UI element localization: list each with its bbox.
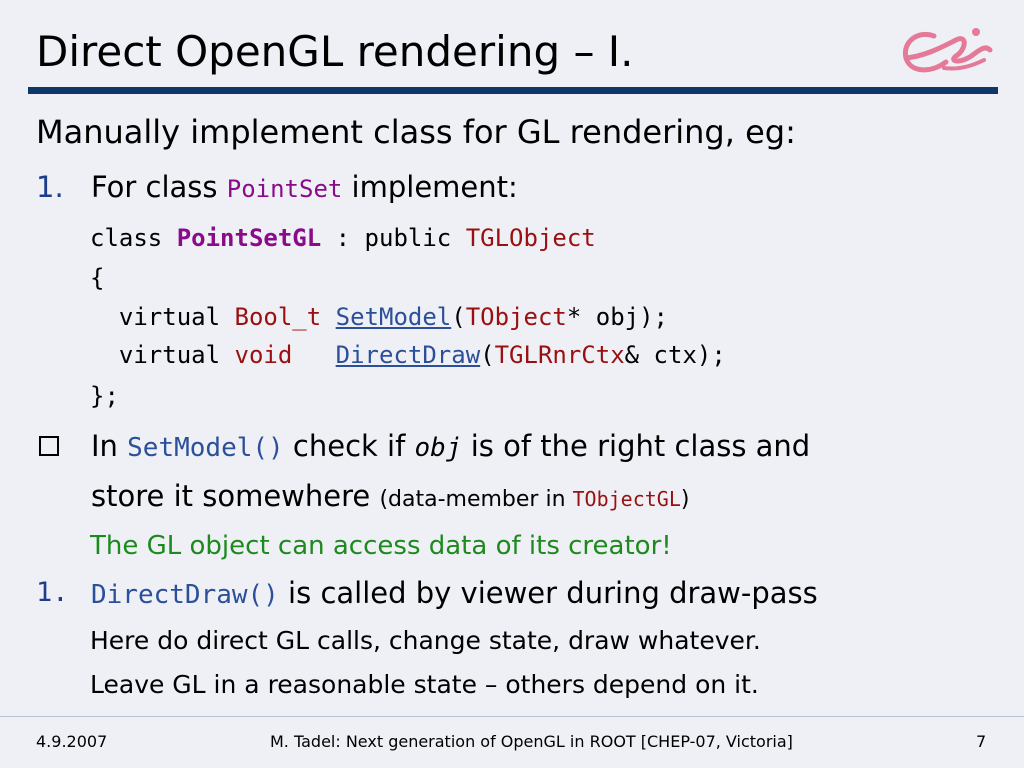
code-base-class: TGLObject [465, 224, 596, 252]
slide-title: Direct OpenGL rendering – I. [36, 27, 634, 76]
variable-name: obj [414, 433, 462, 463]
logo-icon [902, 28, 993, 73]
code-text: ( [480, 341, 495, 369]
square-bullet-icon [39, 436, 59, 456]
member-type: TObjectGL [572, 487, 681, 511]
code-line-2: { [90, 264, 105, 292]
note-text: The GL object can access data of its cre… [90, 531, 672, 561]
bullet-line-2: store it somewhere (data-member in TObje… [91, 476, 689, 520]
list-item-text: For class PointSet implement: [91, 168, 518, 208]
text-segment: is called by viewer during draw-pass [278, 576, 818, 610]
code-line-3: virtual Bool_t SetModel(TObject* obj); [90, 302, 668, 332]
code-space [321, 303, 335, 331]
list-item-1: 1. For class PointSet implement: [0, 168, 1024, 208]
code-return-type: void [234, 341, 293, 369]
list-item-2: 1. DirectDraw() is called by viewer duri… [0, 574, 1024, 614]
text-segment: ) [680, 487, 690, 512]
text-segment: For class [91, 170, 227, 204]
list-number: 1. [36, 170, 64, 204]
code-keyword: virtual [90, 341, 235, 369]
code-line-4: virtual void DirectDraw(TGLRnrCtx& ctx); [90, 340, 726, 370]
footer-divider [0, 716, 1024, 717]
function-name: SetModel() [127, 433, 284, 463]
code-class-name: PointSetGL [176, 224, 322, 252]
class-name: PointSet [226, 175, 343, 203]
code-function-link[interactable]: SetModel [335, 303, 452, 331]
text-segment: implement: [342, 170, 518, 204]
code-keyword: class [90, 224, 177, 252]
list-item-text: DirectDraw() is called by viewer during … [91, 574, 818, 614]
code-space [292, 341, 335, 369]
text-segment: is of the right class and [461, 429, 811, 463]
bullet-line-1: In SetModel() check if obj is of the rig… [91, 426, 810, 468]
code-text: ( [451, 303, 466, 331]
code-param-type: TObject [465, 303, 567, 331]
code-function-link[interactable]: DirectDraw [335, 341, 481, 369]
code-text: * obj); [566, 303, 669, 331]
code-keyword: virtual [90, 303, 235, 331]
code-param-type: TGLRnrCtx [494, 341, 625, 369]
code-line-1: class PointSetGL : public TGLObject [90, 223, 596, 253]
footer-title: M. Tadel: Next generation of OpenGL in R… [270, 732, 793, 751]
code-line-5: }; [90, 382, 119, 410]
sub-text-1: Here do direct GL calls, change state, d… [90, 626, 761, 655]
code-return-type: Bool_t [234, 303, 322, 331]
function-name: DirectDraw() [91, 580, 279, 610]
code-text: & ctx); [624, 341, 726, 369]
text-segment: (data-member in [379, 487, 573, 512]
footer-date: 4.9.2007 [36, 732, 108, 751]
text-segment: In [91, 429, 128, 463]
text-segment: store it somewhere [91, 479, 380, 513]
title-divider [28, 87, 998, 94]
text-segment: check if [283, 429, 415, 463]
page-number: 7 [976, 732, 987, 751]
code-text: : public [321, 224, 466, 252]
intro-text: Manually implement class for GL renderin… [36, 113, 796, 151]
sub-text-2: Leave GL in a reasonable state – others … [90, 670, 759, 699]
list-number: 1. [36, 577, 69, 608]
